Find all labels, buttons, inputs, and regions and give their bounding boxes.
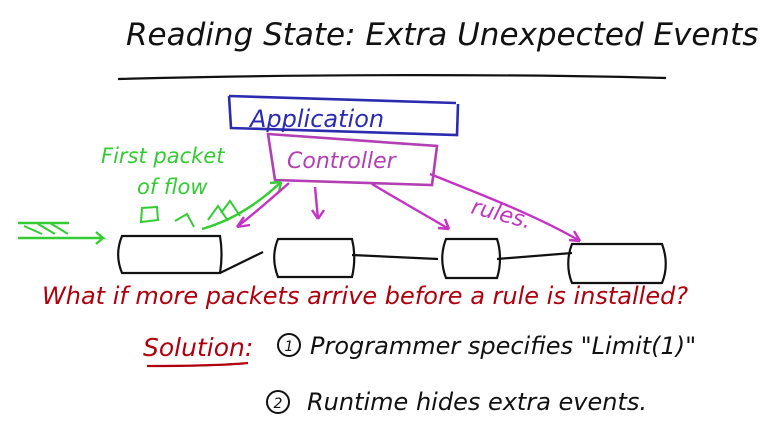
solution-item-2: Runtime hides extra events. [307,388,647,416]
solution-underline [146,361,249,368]
page-title: Reading State: Extra Unexpected Events [126,17,758,53]
switch-2 [273,237,356,279]
solution-number-circle-2 [266,390,290,414]
packet-icon [139,205,160,224]
question-text: What if more packets arrive before a rul… [42,282,688,310]
solution-number-circle-1 [277,333,301,357]
solution-item-1: Programmer specifies "Limit(1)" [310,332,696,360]
controller-rule-arrow [311,209,325,220]
controller-rule-arrow [568,230,582,243]
packet-icon [207,204,229,222]
switch-link [351,253,439,261]
controller-rule-arrow [371,182,450,231]
incoming-flow-arrow [23,222,69,235]
packet-icon [220,199,241,217]
controller-rule-arrow [437,218,451,231]
title-underline [117,74,667,81]
switch-1 [117,234,223,275]
controller-label: Controller [287,149,398,174]
application-box [227,94,460,137]
rules-label: rules. [468,195,533,235]
solution-number-1: 1 [285,339,294,355]
switch-link [496,251,573,261]
switch-3 [441,237,502,280]
first-packet-label-line1: First packet [101,144,225,168]
controller-rule-arrow [313,186,320,220]
switch-row [117,234,667,285]
solution-number-2: 2 [274,396,283,412]
controller-rule-arrow [236,216,251,229]
switch-4 [567,242,667,285]
switch-link [219,251,264,274]
controller-rule-arrow [429,172,581,243]
controller-box [266,132,439,187]
application-label: Application [248,105,384,133]
packet-to-controller-arrow [201,181,282,231]
solution-label: Solution: [143,333,253,362]
incoming-flow-arrow [18,231,107,245]
first-packet-label-line2: of flow [137,175,208,199]
packet-icon [174,212,195,228]
controller-rule-arrow [236,182,290,228]
